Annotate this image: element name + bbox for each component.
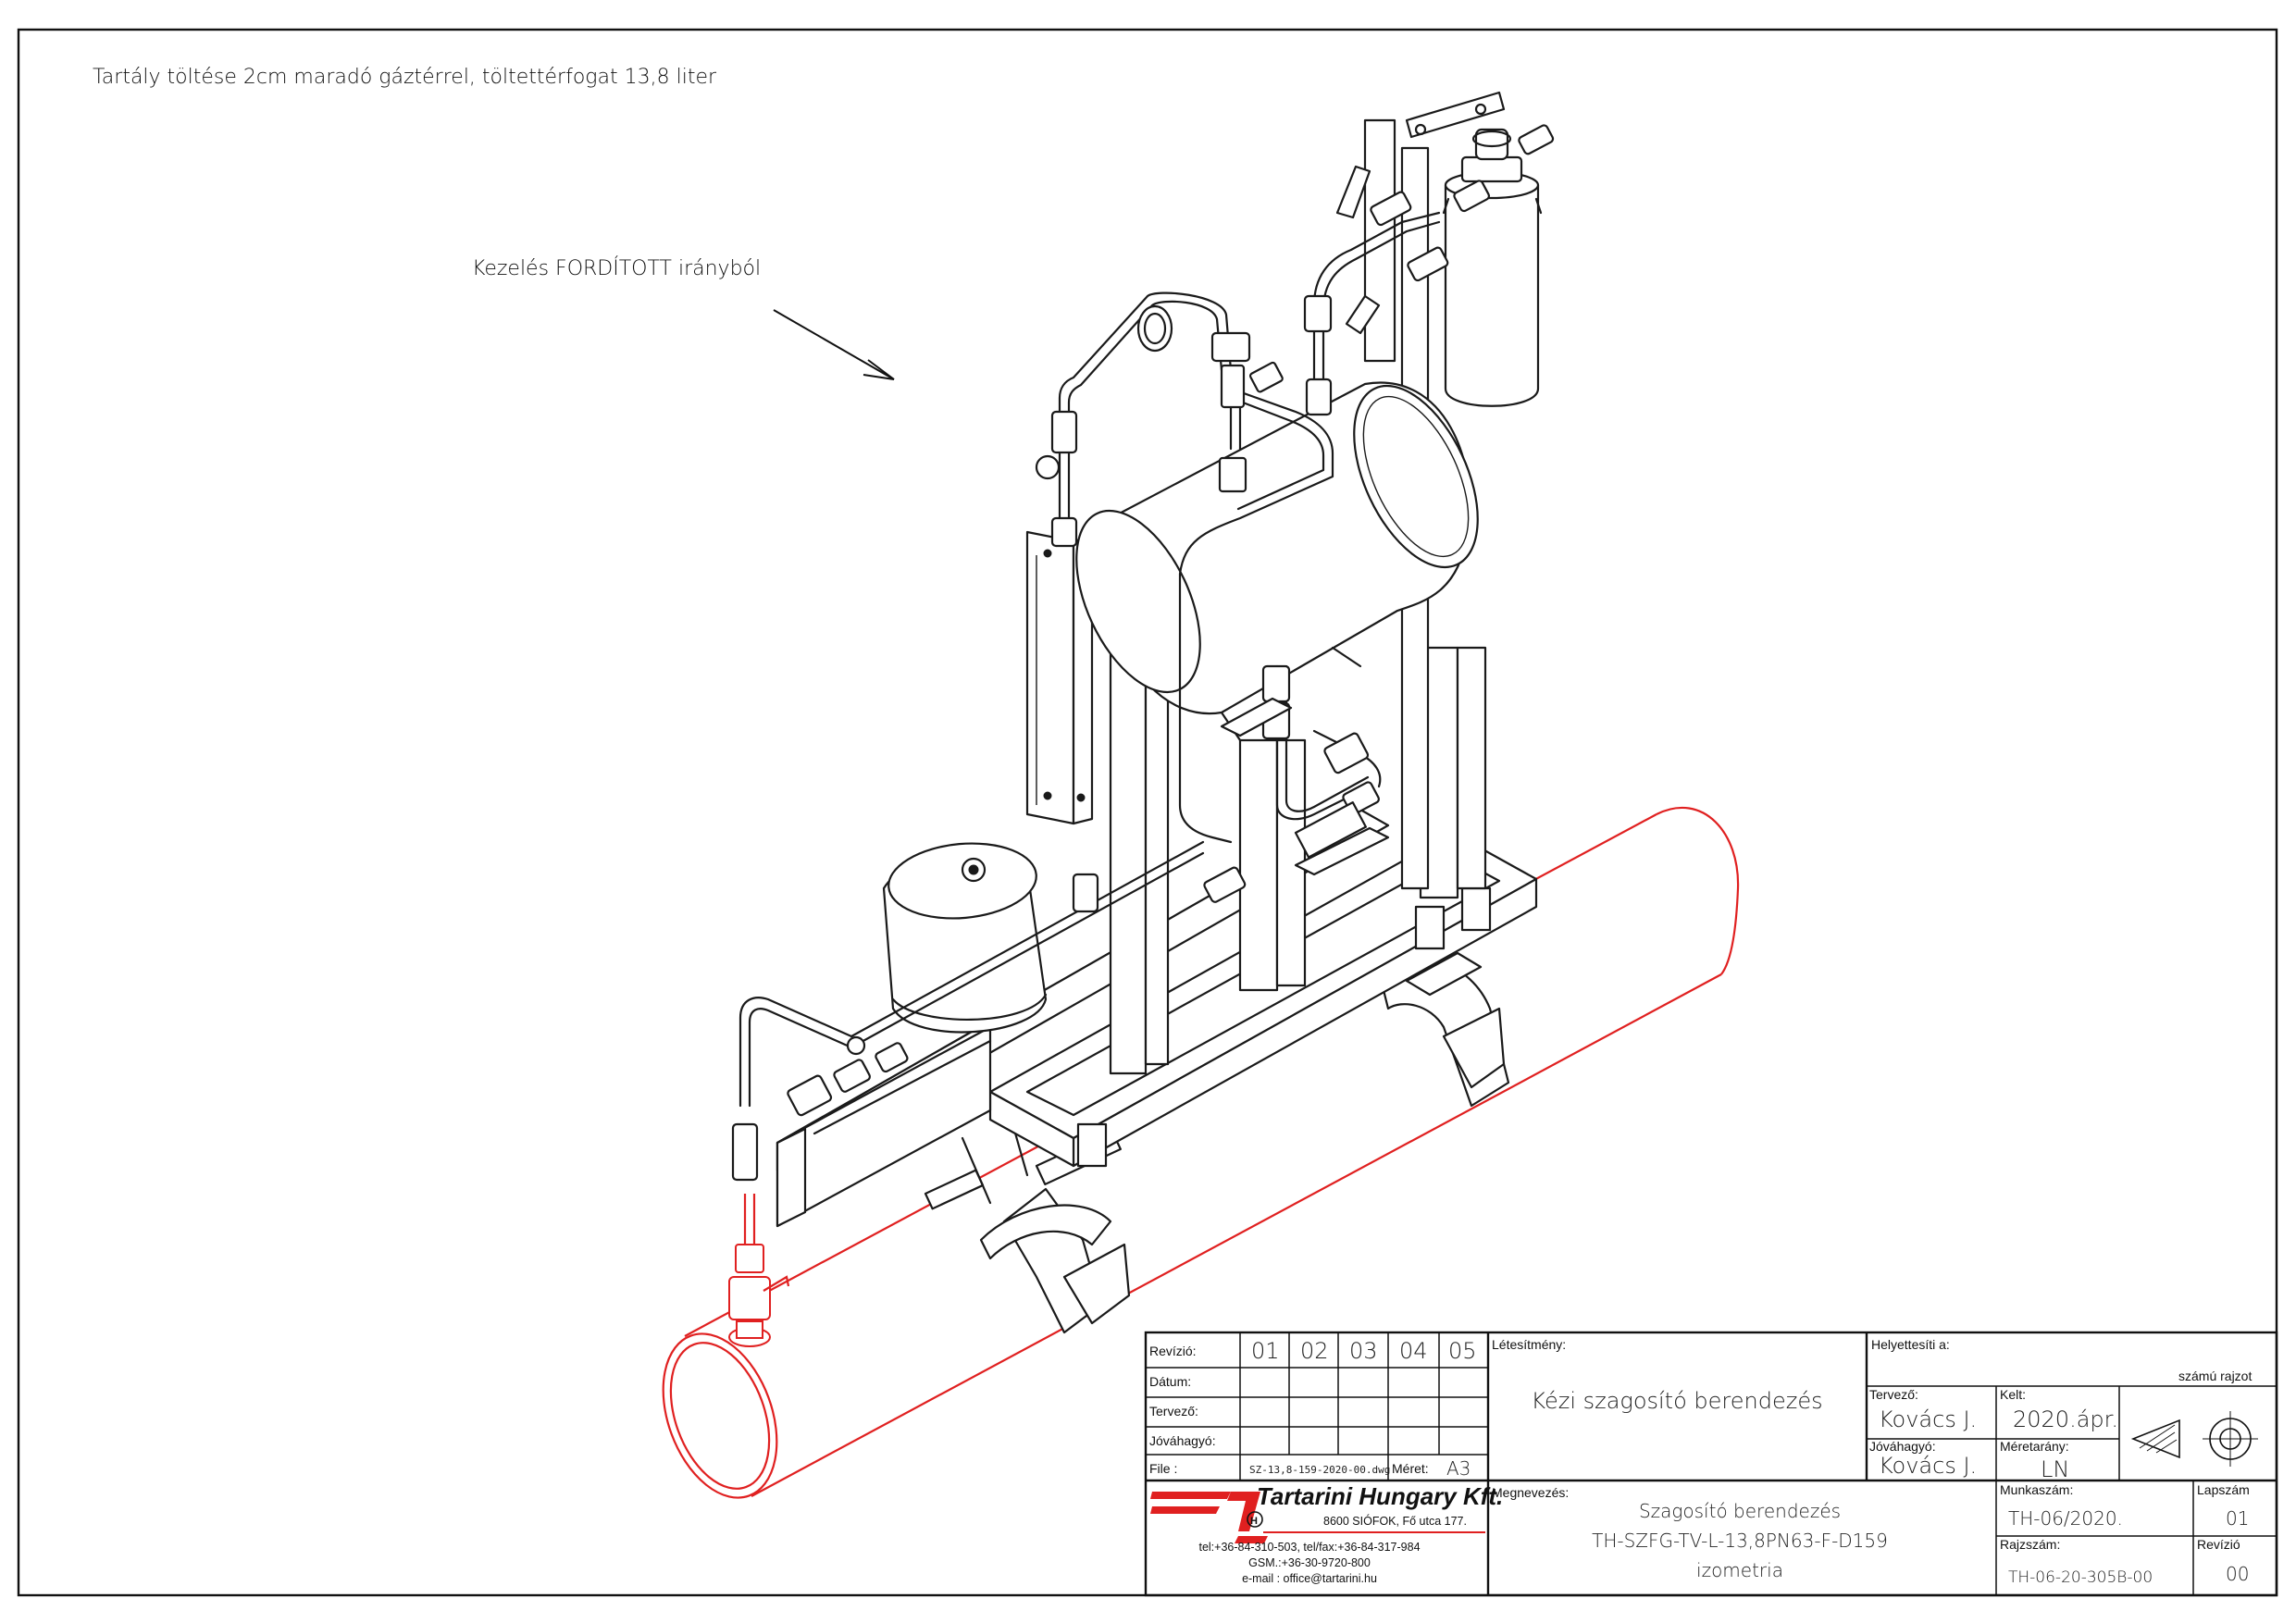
company-email: e-mail : office@tartarini.hu bbox=[1242, 1572, 1377, 1585]
rev-col-4: 04 bbox=[1399, 1338, 1428, 1364]
rev-col-3: 03 bbox=[1349, 1338, 1378, 1364]
drawing-label: Rajzszám: bbox=[2000, 1537, 2060, 1552]
designed-by-label: Tervező: bbox=[1869, 1387, 1918, 1402]
direction-arrow bbox=[773, 309, 895, 380]
name-line-1: Szagosító berendezés bbox=[1639, 1500, 1841, 1522]
designed-by-value: Kovács J. bbox=[1879, 1406, 1977, 1432]
sheet-label: Lapszám bbox=[2197, 1482, 2250, 1497]
facility-label: Létesítmény: bbox=[1492, 1337, 1566, 1352]
date2-value: 2020.ápr. bbox=[2013, 1406, 2118, 1432]
company-address: 8600 SIÓFOK, Fő utca 177. bbox=[1323, 1514, 1467, 1528]
scale-value: LN bbox=[2041, 1456, 2069, 1482]
facility-value: Kézi szagosító berendezés bbox=[1531, 1388, 1822, 1414]
approved-by-label: Jóváhagyó: bbox=[1869, 1439, 1936, 1454]
rev-label: Revízió: bbox=[1149, 1344, 1197, 1358]
direction-note: Kezelés FORDÍTOTT irányból bbox=[472, 256, 761, 280]
revision-label: Revízió bbox=[2197, 1537, 2240, 1552]
ball-valve bbox=[728, 1194, 790, 1347]
projection-symbol bbox=[2130, 1411, 2258, 1467]
company-phone: tel:+36-84-310-503, tel/fax:+36-84-317-9… bbox=[1198, 1541, 1420, 1554]
rev-col-5: 05 bbox=[1448, 1338, 1477, 1364]
date-label: Dátum: bbox=[1149, 1374, 1191, 1389]
file-label: File : bbox=[1149, 1461, 1177, 1476]
size-value: A3 bbox=[1446, 1457, 1471, 1480]
size-label: Méret: bbox=[1392, 1461, 1429, 1476]
svg-text:H: H bbox=[1250, 1516, 1258, 1527]
filter-cylinder bbox=[1442, 128, 1543, 407]
filling-note: Tartály töltése 2cm maradó gáztérrel, tö… bbox=[93, 66, 717, 89]
designer-label: Tervező: bbox=[1149, 1404, 1198, 1419]
revision-value: 00 bbox=[2226, 1563, 2249, 1585]
rev-col-2: 02 bbox=[1300, 1338, 1329, 1364]
job-label: Munkaszám: bbox=[2000, 1482, 2073, 1497]
main-tank bbox=[1075, 381, 1479, 742]
fittings bbox=[731, 124, 1555, 1182]
drawing-value: TH-06-20-305B-00 bbox=[2008, 1568, 2153, 1587]
company-logo: H bbox=[1150, 1492, 1268, 1543]
title-block: Revízió: 01 02 03 04 05 Dátum: Tervező: … bbox=[1144, 1331, 2278, 1597]
company-name: Tartarini Hungary Kft. bbox=[1257, 1482, 1503, 1510]
drawing-suffix: számú rajzot bbox=[2178, 1369, 2252, 1383]
small-vessel bbox=[882, 842, 1048, 1034]
sheet-value: 01 bbox=[2226, 1507, 2249, 1530]
company-gsm: GSM.:+36-30-9720-800 bbox=[1248, 1556, 1371, 1569]
replaces-label: Helyettesíti a: bbox=[1871, 1337, 1950, 1352]
scale-label: Méretarány: bbox=[2000, 1439, 2069, 1454]
date2-label: Kelt: bbox=[2000, 1387, 2026, 1402]
tubing bbox=[738, 211, 1441, 1108]
name-label: Megnevezés: bbox=[1492, 1485, 1569, 1500]
file-name: SZ-13,8-159-2020-00.dwg bbox=[1249, 1464, 1390, 1476]
approved-by-value: Kovács J. bbox=[1879, 1453, 1977, 1479]
approver-label: Jóváhagyó: bbox=[1149, 1433, 1216, 1448]
job-value: TH-06/2020. bbox=[2008, 1507, 2123, 1530]
rev-col-1: 01 bbox=[1251, 1338, 1280, 1364]
name-line-3: izometria bbox=[1696, 1559, 1783, 1581]
name-line-2: TH-SZFG-TV-L-13,8PN63-F-D159 bbox=[1592, 1530, 1888, 1552]
